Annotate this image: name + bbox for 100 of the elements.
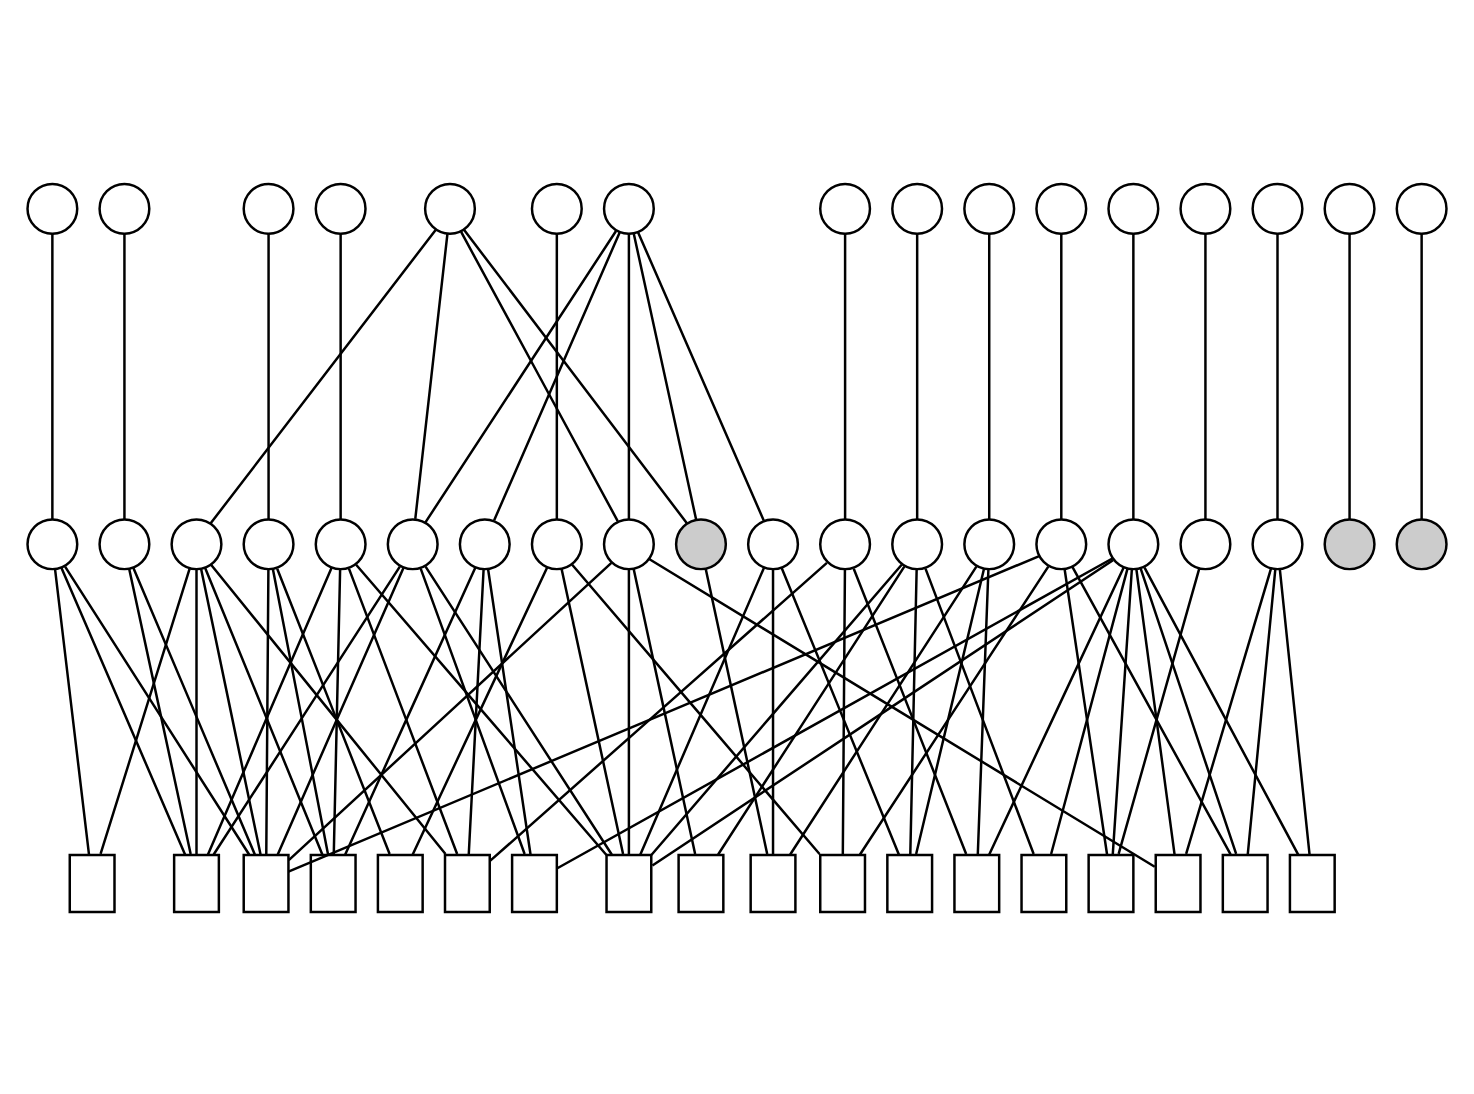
- connector: [988, 233, 991, 518]
- connector: [347, 567, 459, 854]
- node-circle: [1179, 517, 1232, 570]
- connector: [1246, 568, 1277, 854]
- connector: [424, 565, 613, 855]
- connector: [486, 568, 532, 854]
- connector: [1184, 567, 1273, 854]
- node-circle: [891, 181, 944, 234]
- node-circle: [1107, 517, 1160, 570]
- connector: [1071, 565, 1232, 855]
- node-box: [172, 852, 221, 913]
- node-box: [242, 852, 290, 913]
- node-circle: [530, 181, 583, 234]
- connector: [1420, 233, 1423, 518]
- connector: [287, 553, 1040, 872]
- connector: [209, 228, 437, 524]
- connector: [717, 565, 906, 855]
- node-circle: [819, 181, 872, 234]
- node-circle: [963, 181, 1016, 234]
- node-box: [443, 852, 491, 913]
- connector: [343, 566, 477, 855]
- connector: [627, 233, 631, 518]
- node-circle: [242, 517, 295, 570]
- connector: [560, 567, 625, 854]
- connector: [339, 233, 342, 518]
- node-box: [1221, 852, 1269, 913]
- connector: [414, 232, 449, 519]
- node-circle: [1251, 517, 1304, 570]
- connector: [1278, 568, 1311, 854]
- node-circle: [1107, 181, 1160, 234]
- node-circle: [1035, 181, 1088, 234]
- connector: [53, 568, 91, 854]
- node-circle: [1323, 181, 1376, 234]
- node-box: [749, 852, 797, 913]
- connector: [632, 567, 697, 854]
- node-circle: [26, 181, 79, 234]
- connector: [1139, 567, 1238, 854]
- connector: [195, 568, 198, 854]
- connector: [489, 560, 828, 861]
- connector: [123, 233, 126, 518]
- connector: [924, 567, 1035, 854]
- node-circle: [963, 517, 1016, 570]
- connector: [789, 565, 978, 855]
- node-circle: [458, 517, 511, 570]
- node-circle: [1251, 181, 1304, 234]
- node-circle: [1035, 517, 1088, 570]
- connector: [460, 230, 619, 521]
- connector: [555, 233, 559, 518]
- connector: [271, 568, 330, 854]
- node-circle: [819, 517, 872, 570]
- node-box: [953, 852, 1001, 913]
- connector: [1049, 567, 1129, 854]
- connector: [132, 566, 257, 855]
- node-box: [1020, 852, 1068, 913]
- connector: [636, 230, 765, 520]
- connector: [976, 568, 990, 854]
- node-circle: [1323, 517, 1376, 570]
- connector: [1117, 567, 1201, 854]
- connector: [332, 568, 342, 854]
- node-circle: [746, 517, 800, 570]
- node-circle: [1179, 181, 1232, 234]
- connector: [988, 566, 1125, 855]
- node-box: [1087, 852, 1135, 913]
- node-circle: [602, 517, 655, 570]
- connector: [915, 233, 919, 518]
- connector: [1135, 568, 1176, 854]
- connector: [914, 567, 986, 854]
- connector: [99, 567, 191, 854]
- node-circle: [98, 181, 151, 234]
- node-box: [68, 852, 116, 913]
- connector: [64, 565, 251, 855]
- node-circle: [423, 181, 477, 234]
- connector: [1276, 233, 1279, 518]
- connector: [650, 562, 903, 855]
- node-circle: [891, 517, 944, 570]
- node-circle: [98, 517, 151, 570]
- connector: [571, 562, 821, 854]
- node-box: [376, 852, 424, 913]
- node-circle: [314, 517, 367, 570]
- connector: [463, 228, 688, 524]
- connector: [852, 567, 968, 854]
- node-box: [1288, 852, 1336, 913]
- connector: [1132, 233, 1135, 518]
- node-circle: [386, 517, 439, 570]
- connector: [843, 233, 847, 518]
- connector: [1143, 566, 1300, 855]
- connector: [212, 565, 401, 855]
- connector: [267, 233, 270, 518]
- node-box: [1154, 852, 1202, 913]
- connector: [210, 562, 447, 854]
- connector: [639, 566, 766, 855]
- connector: [493, 230, 622, 520]
- node-circle: [602, 181, 655, 234]
- connector: [265, 568, 270, 854]
- node-circle: [674, 517, 728, 570]
- connector: [51, 233, 54, 518]
- connector: [1348, 233, 1351, 518]
- connector: [627, 568, 631, 854]
- node-circle: [26, 517, 79, 570]
- node-box: [677, 852, 725, 913]
